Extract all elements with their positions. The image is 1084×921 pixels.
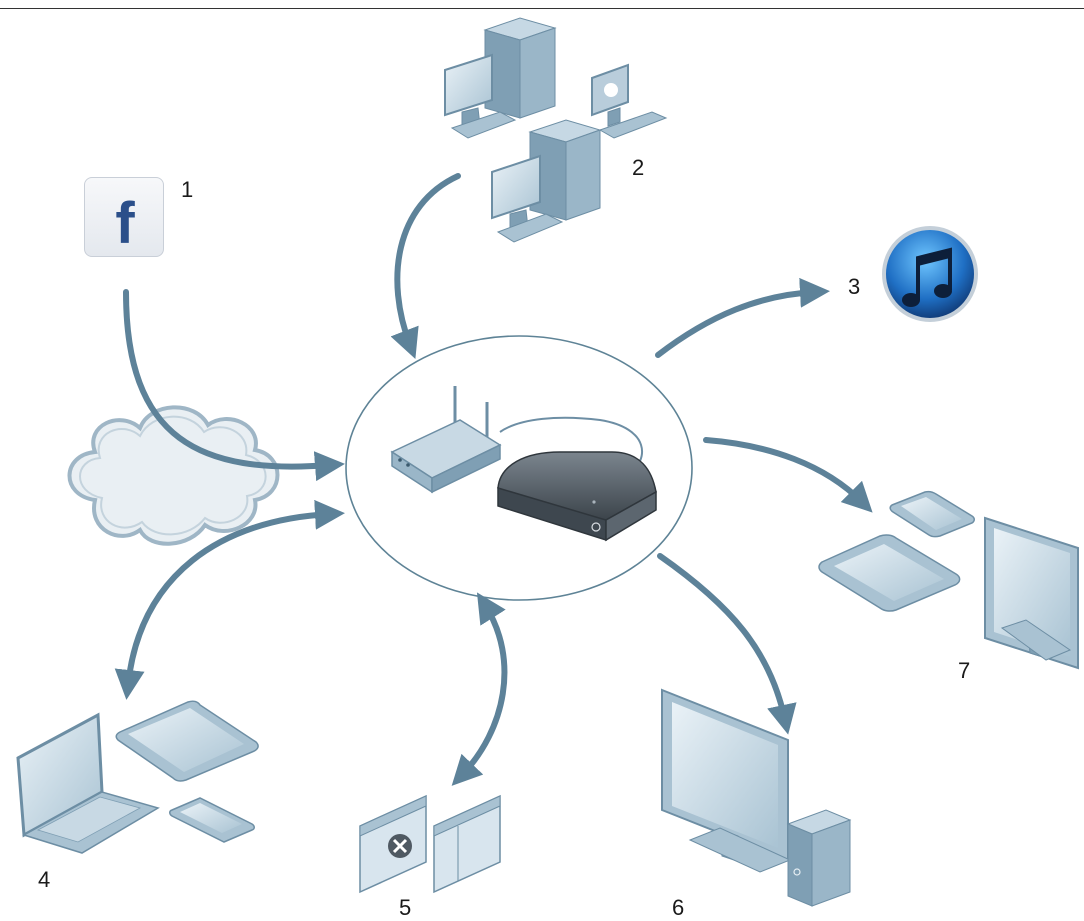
arrow-hub-to-mobile-right <box>703 437 873 513</box>
arrow-hub-to-mobile-left <box>114 499 345 700</box>
callout-5: 5 <box>399 895 412 920</box>
facebook-glyph: f <box>115 191 135 256</box>
facebook-logo-icon: f <box>84 177 164 257</box>
arrow-computers-to-hub <box>390 173 461 360</box>
connection-arrows <box>114 173 873 786</box>
arrow-hub-to-itunes <box>655 277 830 358</box>
arrow-hub-to-monitor <box>657 553 797 735</box>
callout-3: 3 <box>848 274 861 299</box>
laptop-tablet-phone-icon <box>16 700 259 854</box>
callout-7: 7 <box>958 658 971 683</box>
hub-ellipse <box>345 335 693 601</box>
arrow-facebook-to-hub <box>123 289 345 482</box>
desktop-computers-icon <box>444 17 668 243</box>
callout-6: 6 <box>672 895 685 920</box>
callout-4: 4 <box>38 867 51 892</box>
arrow-hub-to-windows-app <box>451 592 508 786</box>
itunes-music-icon <box>882 226 978 322</box>
monitor-and-drive-icon <box>661 688 852 907</box>
callout-2: 2 <box>632 155 645 180</box>
cloud-icon <box>67 405 280 546</box>
nas-drive-icon <box>497 451 657 542</box>
router-icon <box>390 386 643 494</box>
top-rule <box>0 8 1084 9</box>
application-windows-icon <box>359 794 501 894</box>
phone-tablet-monitor-icon <box>818 490 1079 670</box>
callout-1: 1 <box>181 177 194 202</box>
